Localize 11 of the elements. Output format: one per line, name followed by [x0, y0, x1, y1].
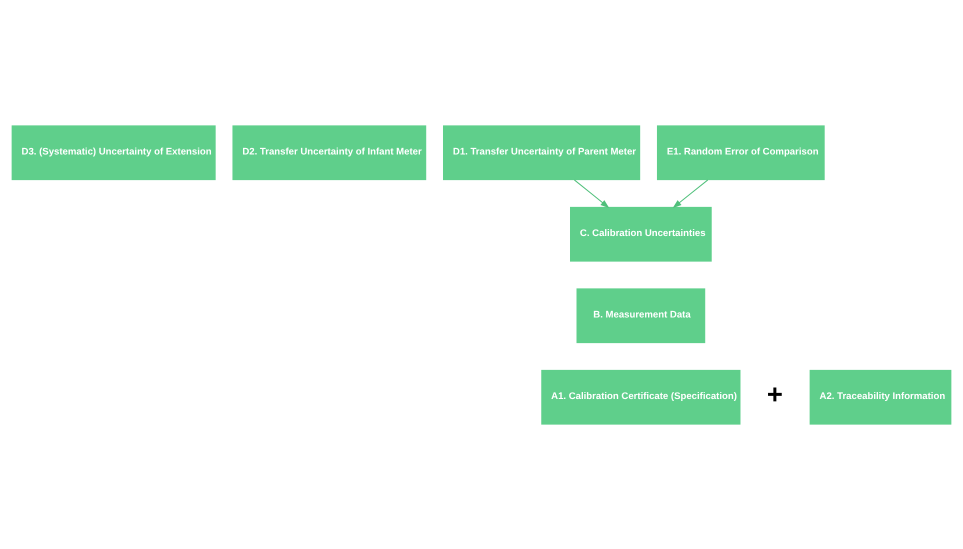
- node-box: D1. Transfer Uncertainty of Parent Meter: [442, 124, 640, 180]
- node-box: A1. Calibration Certificate (Specification): [541, 369, 740, 424]
- node-box: A2. Traceability Information: [810, 369, 952, 424]
- node-box: E1. Random Error of Comparison: [656, 124, 825, 180]
- label: +: [766, 378, 783, 409]
- arrow: [574, 179, 610, 208]
- node-box: C. Calibration Uncertainties: [570, 206, 712, 262]
- node-box: D3. (Systematic) Uncertainty of Extension: [12, 124, 216, 180]
- node-box: B. Measurement Data: [576, 288, 706, 343]
- arrow: [672, 179, 708, 208]
- node-box: D2. Transfer Uncertainty of Infant Meter: [232, 124, 426, 180]
